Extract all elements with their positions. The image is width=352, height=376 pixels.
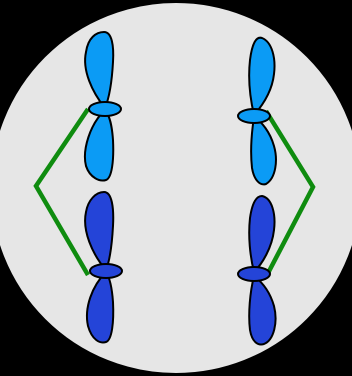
right-spindle-fiber xyxy=(264,109,316,279)
chromatid-arm-lower xyxy=(86,271,115,344)
centromere xyxy=(89,263,123,279)
chromosome-left-bottom xyxy=(84,191,123,344)
chromosome-right-bottom xyxy=(237,195,277,346)
chromatid-arm-lower xyxy=(84,109,115,182)
chromatid-arm-lower xyxy=(250,116,277,186)
chromatid-arm-upper xyxy=(84,191,115,271)
chromosome-right-top xyxy=(237,36,277,186)
chromatid-arm-upper xyxy=(248,36,276,116)
centromere xyxy=(237,266,271,282)
left-spindle-fiber xyxy=(33,107,90,277)
chromatid-arm-lower xyxy=(248,275,277,346)
chromosome-left-top xyxy=(84,31,122,182)
chromatid-arm-upper xyxy=(84,31,115,109)
centromere xyxy=(237,108,271,124)
centromere xyxy=(88,101,122,117)
chromatid-arm-upper xyxy=(248,195,276,273)
